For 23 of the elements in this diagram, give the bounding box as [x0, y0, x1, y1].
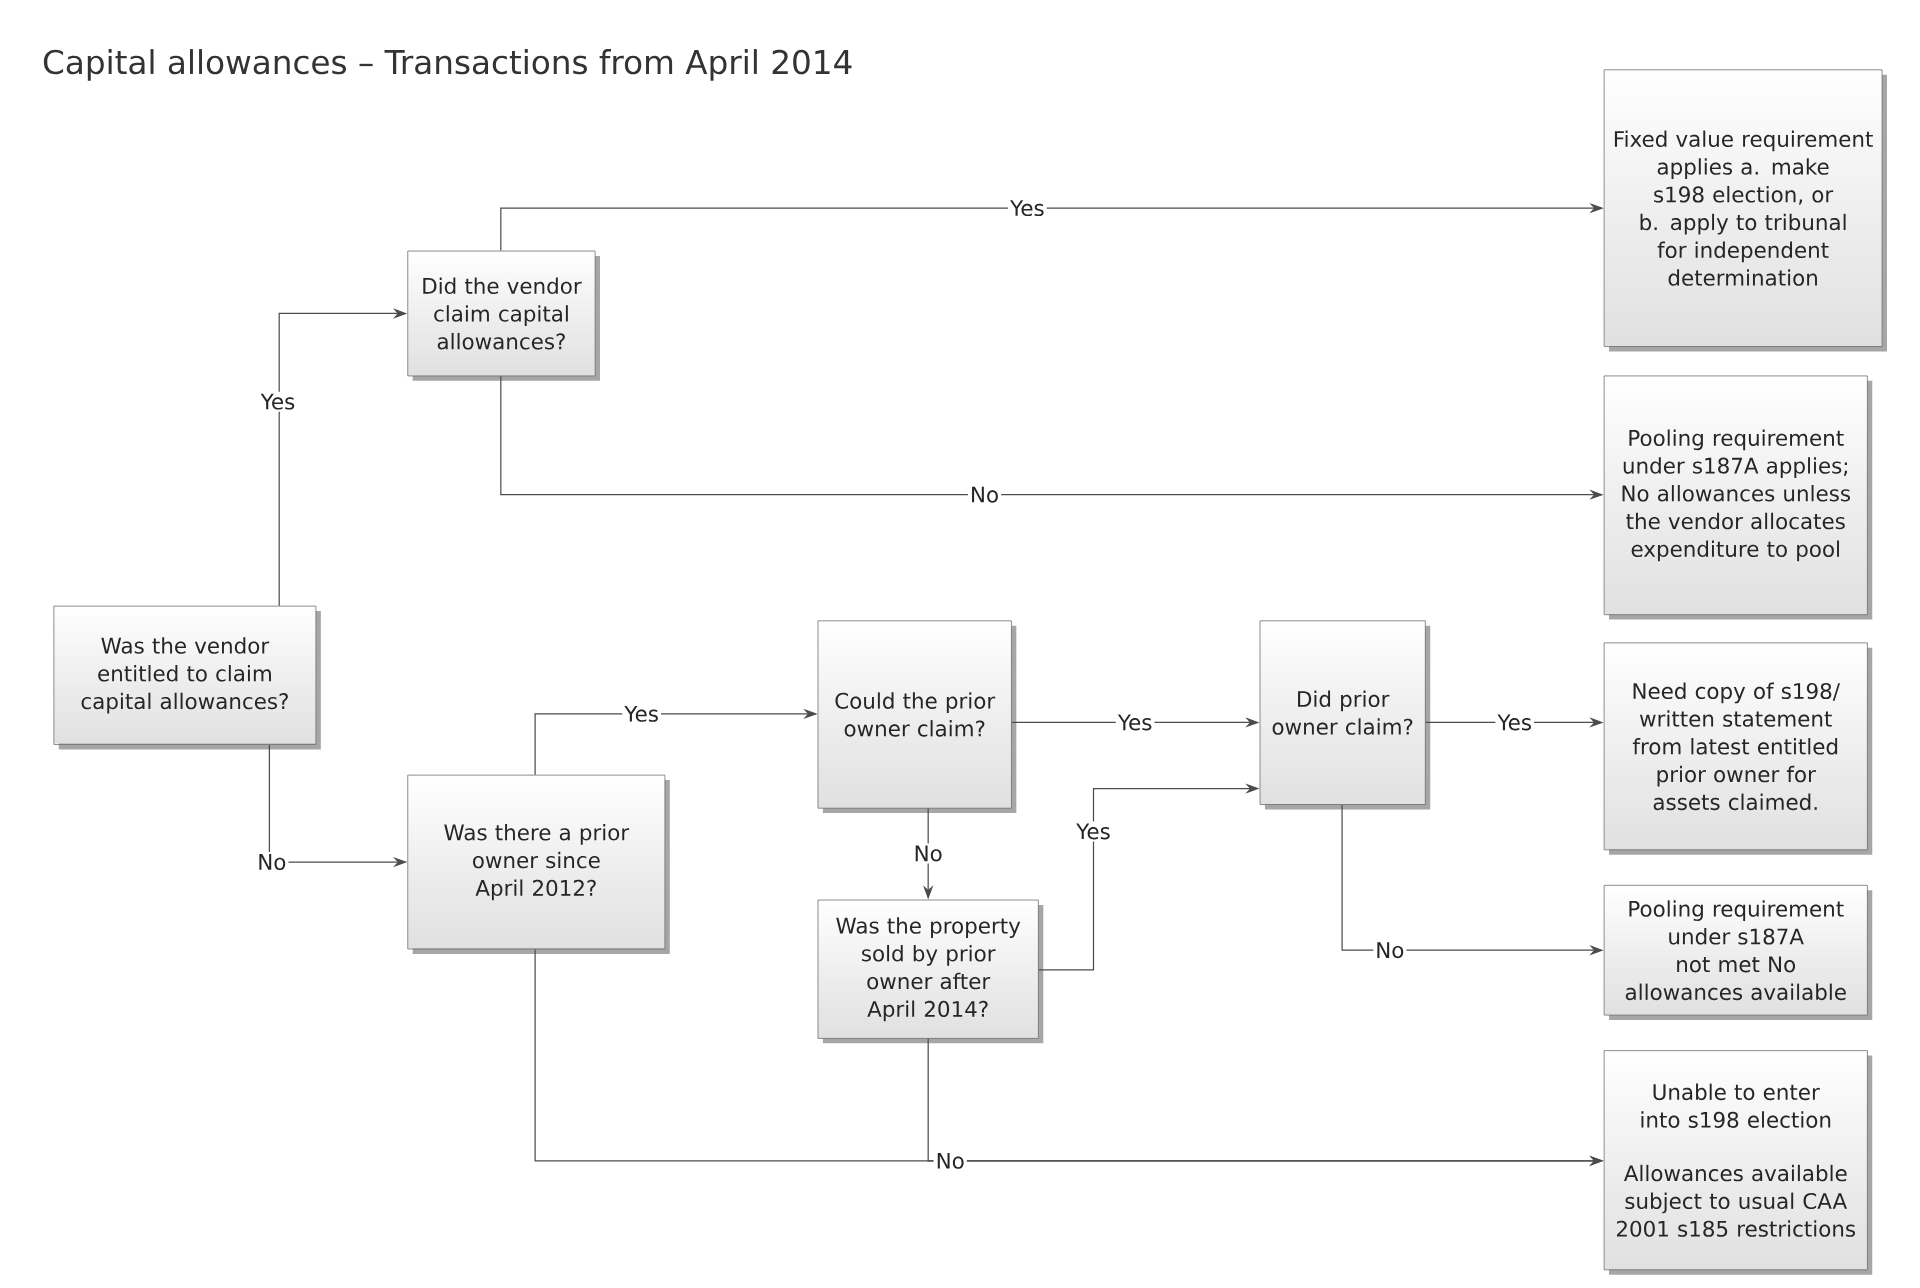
edge-label: Yes — [1008, 198, 1047, 219]
decision-box: Pooling requirement under s187A not met No allowances available — [1603, 884, 1873, 1020]
decision-box: Need copy of s198/ written statement from latest entitled prior owner for assets claimed. — [1603, 642, 1873, 855]
edge-label: No — [1373, 940, 1407, 961]
decision-box: Fixed value requirement applies a. make s198 election, or b. apply to tribunal for independent determination — [1603, 69, 1887, 352]
edge-label: No — [255, 852, 289, 872]
decision-box: Pooling requirement under s187A applies; No allowances unless the vendor allocates expenditure to pool — [1603, 375, 1873, 620]
decision-box: Was the property sold by prior owner after April 2014? — [817, 899, 1044, 1044]
edge-label: Yes — [622, 703, 661, 724]
title: Capital allowances – Transactions from April 2014 — [43, 49, 852, 81]
edge-label: Yes — [1115, 712, 1155, 733]
decision-box: Did prior owner claim? — [1259, 620, 1431, 810]
edge-label: Yes — [258, 391, 298, 412]
decision-box: Could the prior owner claim? — [817, 620, 1017, 813]
edge-label: Yes — [1074, 821, 1113, 842]
decision-box: Unable to enter into s198 election Allowances available subject to usual CAA 2001 s185 restrictions — [1603, 1050, 1873, 1275]
decision-box: Was the vendor entitled to claim capital allowances? — [53, 605, 321, 750]
edge-label: No — [911, 843, 945, 864]
decision-box: Did the vendor claim capital allowances? — [407, 250, 600, 381]
edge-label: No — [967, 484, 1002, 505]
edge-label: Yes — [1495, 712, 1535, 733]
decision-box: Was there a prior owner since April 2012? — [407, 774, 670, 954]
edge-label: No — [933, 1150, 967, 1171]
